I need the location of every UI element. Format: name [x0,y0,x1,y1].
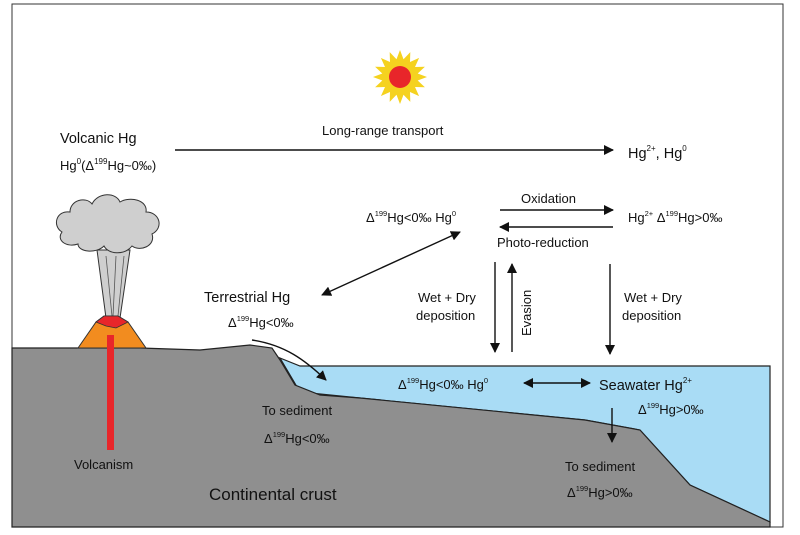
wet-dry-1-line2: deposition [416,308,475,323]
atmos-hg2: Hg2+ Δ199Hg>0‰ [628,209,722,225]
sun-icon [373,50,427,104]
volcanism-conduit [107,335,114,450]
oxidation-label: Oxidation [521,191,576,206]
atmos-hg0: Δ199Hg<0‰ Hg0 [366,209,456,225]
wet-dry-2-line2: deposition [622,308,681,323]
continental-crust-shape [11,344,771,528]
to-sediment-left-value: Δ199Hg<0‰ [264,430,330,446]
wet-dry-1-line1: Wet + Dry [418,290,476,305]
evasion-label: Evasion [519,290,534,336]
sun-core [389,66,411,88]
to-sediment-right-title: To sediment [565,459,635,474]
seawater-hg-value: Δ199Hg>0‰ [638,401,704,417]
volcano-icon [55,194,160,349]
continental-crust-label: Continental crust [209,485,337,504]
volcanic-hg-formula: Hg0(Δ199Hg~0‰) [60,157,156,173]
volcanism-label: Volcanism [74,457,133,472]
volcanic-hg-title: Volcanic Hg [60,131,137,147]
terrestrial-hg-title: Terrestrial Hg [204,290,290,306]
terrestrial-atmos-exchange-arrow [321,231,461,296]
to-sediment-left-title: To sediment [262,403,332,418]
seawater-hg-title: Seawater Hg2+ [599,376,692,394]
wet-dry-2-line1: Wet + Dry [624,290,682,305]
terrestrial-hg-value: Δ199Hg<0‰ [228,314,294,330]
photo-reduction-label: Photo-reduction [497,235,589,250]
ocean-hg0: Δ199Hg<0‰ Hg0 [398,376,488,392]
long-range-transport-label: Long-range transport [322,123,444,138]
to-sediment-right-value: Δ199Hg>0‰ [567,484,633,500]
to-sediment-arrow-left [251,339,327,381]
atmos-hg-species: Hg2+, Hg0 [628,144,687,162]
